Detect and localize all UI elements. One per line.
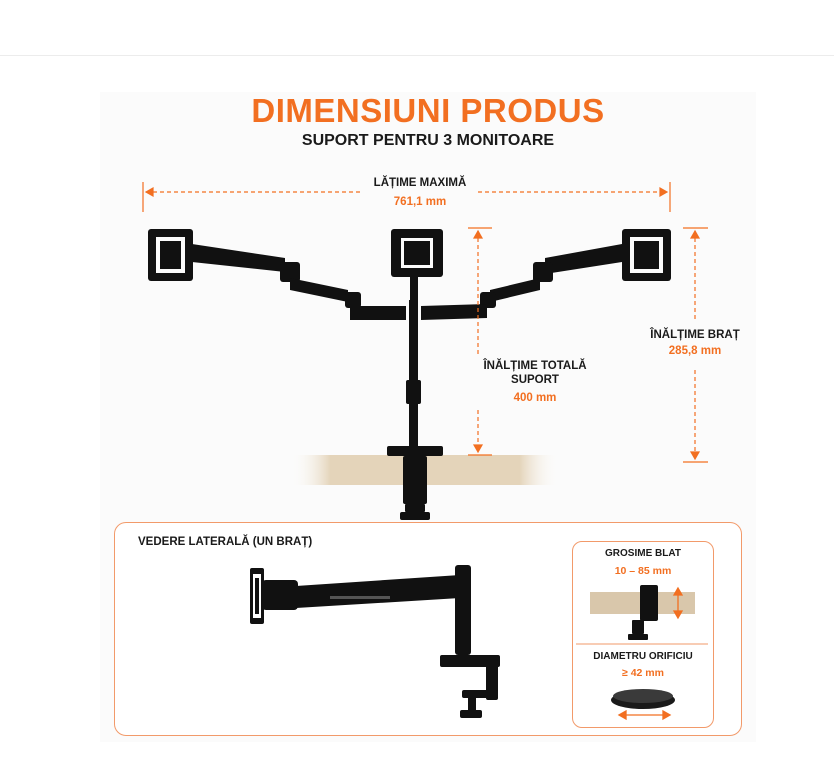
width-dimension-line [142,182,671,212]
width-label: LĂȚIME MAXIMĂ [373,177,467,189]
arm-height-dimension-line [683,227,708,463]
arm-height-label: ÎNĂLȚIME BRAȚ [650,329,740,341]
hole-diameter-label: DIAMETRU ORIFICIU [593,651,693,662]
total-height-label-line1: ÎNĂLȚIME TOTALĂ [483,360,587,372]
width-value: 761,1 mm [393,196,447,208]
total-height-value: 400 mm [513,392,557,404]
right-arm [421,229,671,320]
hole-diameter-value: ≥ 42 mm [622,667,664,679]
arm-height-value: 285,8 mm [668,345,722,357]
page-subtitle: SUPORT PENTRU 3 MONITOARE [301,132,555,149]
left-arm [148,229,406,320]
center-vesa-plate [391,229,443,300]
top-bar [0,0,834,56]
total-height-label-line2: SUPORT [511,374,559,386]
mount-pole [387,300,443,520]
desk-thickness-value: 10 – 85 mm [614,565,672,577]
desk-thickness-label: GROSIME BLAT [605,548,681,559]
total-height-dimension-line [468,227,492,456]
page-title: DIMENSIUNI PRODUS [251,92,605,129]
side-view-label: VEDERE LATERALĂ (UN BRAȚ) [138,536,313,548]
